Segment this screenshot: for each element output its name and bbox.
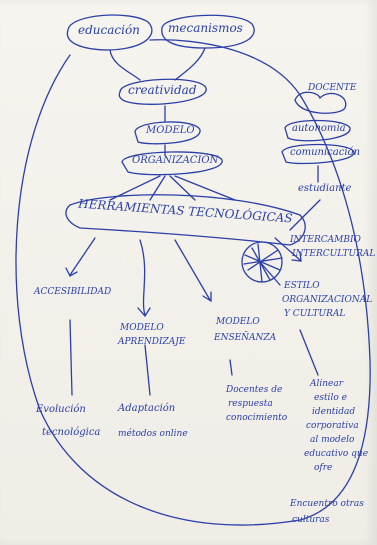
- node-evolucion-2: tecnológica: [42, 427, 101, 438]
- node-docentes-3: conocimiento: [226, 413, 288, 423]
- node-mecanismos: mecanismos: [168, 21, 243, 35]
- node-modelo: MODELO: [146, 125, 195, 136]
- bubble-comunicacion: [281, 143, 355, 165]
- node-alinear-2: estilo e: [314, 393, 347, 403]
- outer-loop: [15, 39, 371, 526]
- node-docentes-2: respuesta: [228, 399, 273, 409]
- node-autonomia: autonomía: [292, 123, 346, 134]
- node-bottom-2: culturas: [292, 515, 330, 525]
- node-modelo-ensenanza-1: MODELO: [216, 317, 260, 327]
- node-alinear-1: Alinear: [310, 379, 344, 389]
- node-alinear-6: educativo que: [304, 449, 369, 459]
- node-organizacion: ORGANIZACIÓN: [132, 155, 219, 166]
- node-evolucion-1: Evolución: [36, 404, 86, 415]
- banner-herramientas: [65, 194, 306, 246]
- bubble-mecanismos: [161, 14, 255, 49]
- node-alinear-7: ofre: [314, 463, 333, 473]
- node-docentes-1: Docentes de: [226, 385, 283, 395]
- node-modelo-ensenanza-2: ENSEÑANZA: [214, 333, 277, 343]
- bubble-organizacion: [121, 151, 223, 176]
- cloud-docente: [294, 91, 347, 114]
- node-adaptacion-1: Adaptación: [118, 403, 176, 414]
- node-docente: DOCENTE: [308, 83, 357, 93]
- bubble-autonomia: [284, 119, 351, 142]
- node-estudiante: estudiante: [298, 183, 352, 194]
- node-alinear-3: identidad: [312, 407, 356, 417]
- node-intercultural: INTERCULTURAL: [292, 249, 376, 259]
- node-estilo-organizacional: ORGANIZACIONAL: [282, 295, 373, 305]
- bubble-creatividad: [118, 78, 207, 105]
- node-alinear-5: al modelo: [310, 435, 355, 445]
- bubble-educacion: [66, 14, 153, 51]
- node-accesibilidad: ACCESIBILIDAD: [34, 287, 112, 297]
- node-comunicacion: comunicación: [290, 147, 361, 158]
- bubble-modelo: [134, 121, 201, 145]
- node-creatividad: creatividad: [128, 83, 197, 97]
- node-alinear-4: corporativa: [306, 421, 359, 431]
- node-intercambio: INTERCAMBIO: [290, 235, 361, 245]
- node-estilo: ESTILO: [284, 281, 320, 291]
- node-educacion: educación: [78, 23, 140, 37]
- node-modelo-aprendizaje-2: APRENDIZAJE: [118, 337, 186, 347]
- scribble-ball: [241, 241, 283, 283]
- node-estilo-cultural: Y CULTURAL: [284, 309, 346, 319]
- node-bottom-1: Encuentro otras: [290, 499, 364, 509]
- node-adaptacion-2: métodos online: [118, 429, 188, 439]
- node-modelo-aprendizaje-1: MODELO: [120, 323, 164, 333]
